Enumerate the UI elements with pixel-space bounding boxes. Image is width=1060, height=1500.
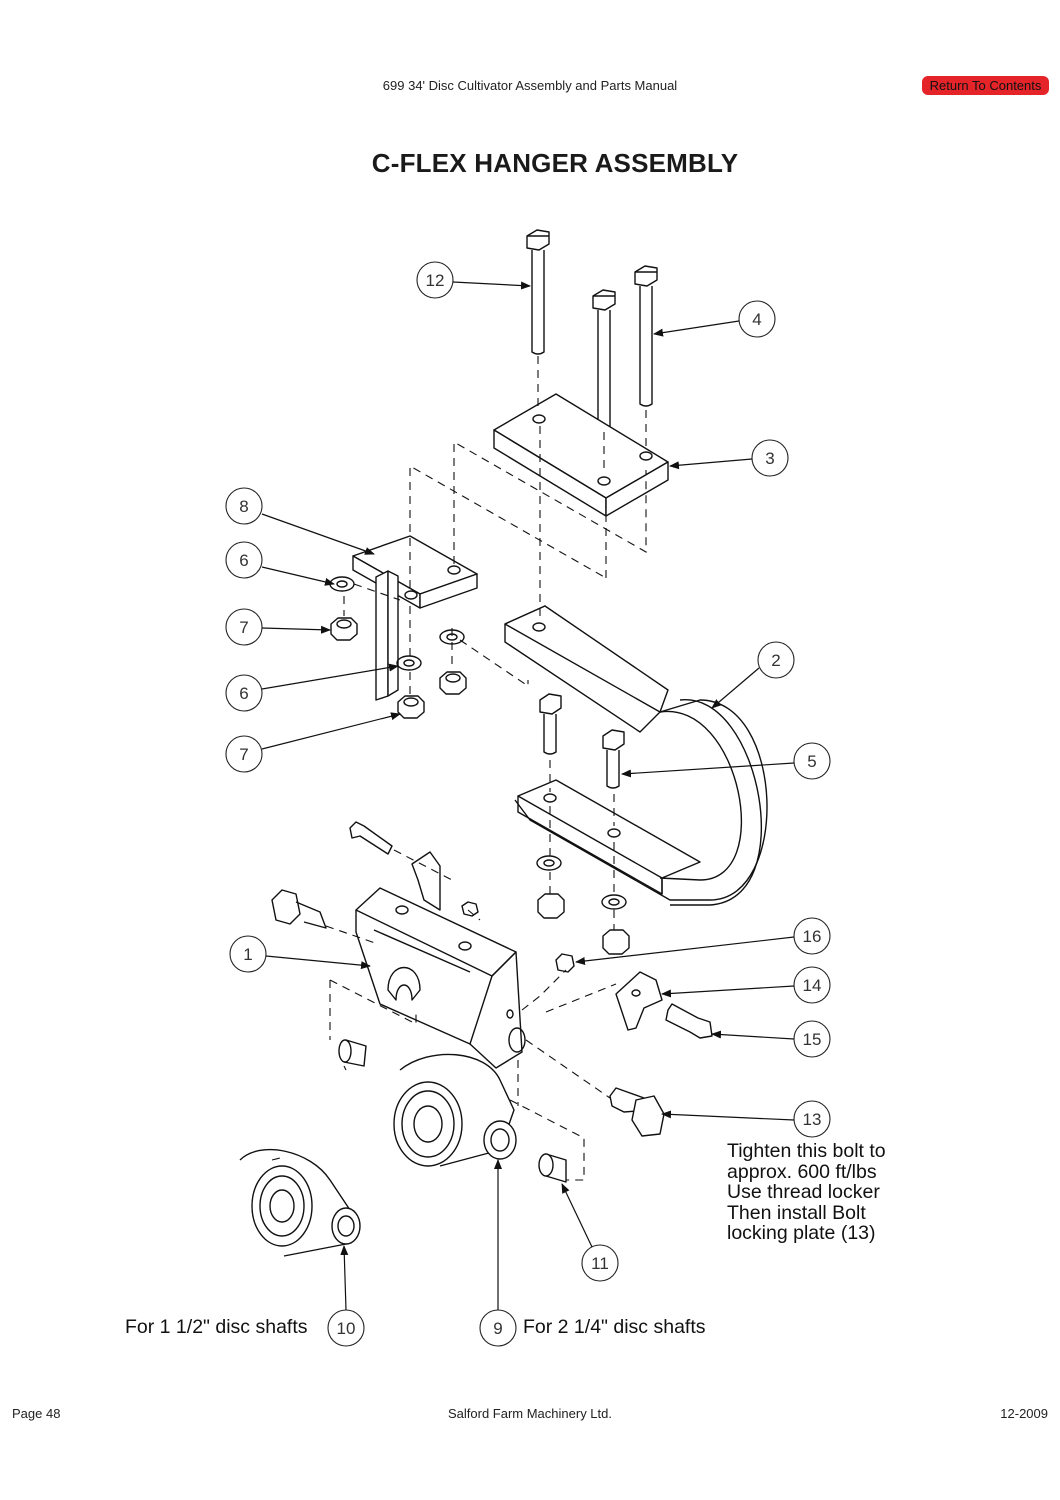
nut-7-lower	[397, 695, 425, 719]
note-line: approx. 600 ft/lbs	[727, 1160, 877, 1183]
footer-date: 12-2009	[1000, 1406, 1048, 1421]
callout-9: 9	[493, 1319, 502, 1338]
large-shaft-note: For 2 1/4" disc shafts	[523, 1316, 706, 1338]
callout-13: 13	[803, 1110, 822, 1129]
nut-16	[555, 953, 575, 973]
callout-12: 12	[426, 271, 445, 290]
note-line: Use thread locker	[727, 1181, 880, 1204]
manual-title: 699 34' Disc Cultivator Assembly and Par…	[382, 78, 678, 93]
callout-6-upper: 6	[239, 551, 248, 570]
callout-6-lower: 6	[239, 684, 248, 703]
note-line: locking plate (13)	[727, 1222, 876, 1245]
tighten-bolt-note: Tighten this bolt to approx. 600 ft/lbs …	[727, 1141, 886, 1244]
callout-1: 1	[243, 945, 252, 964]
return-to-contents-button[interactable]: Return To Contents	[922, 76, 1049, 95]
bolt-4-right	[634, 265, 658, 407]
top-plate-3	[493, 393, 669, 517]
c-flex-spring-2	[504, 605, 768, 906]
callout-7-upper: 7	[239, 618, 248, 637]
footer-company: Salford Farm Machinery Ltd.	[447, 1406, 612, 1421]
callout-3: 3	[765, 449, 774, 468]
callout-2: 2	[771, 651, 780, 670]
hub-9	[393, 1053, 517, 1167]
callout-5: 5	[807, 752, 816, 771]
note-line: Tighten this bolt to	[727, 1140, 886, 1162]
callout-7-lower: 7	[239, 745, 248, 764]
callout-4: 4	[752, 310, 761, 329]
bolt-15	[665, 1003, 713, 1039]
nut-7-upper	[330, 617, 358, 641]
bolt-5-left	[539, 693, 562, 755]
bolt-13	[609, 1087, 665, 1137]
locking-plate-14	[615, 971, 663, 1031]
stud-left	[271, 889, 327, 929]
small-shaft-note: For 1 1/2" disc shafts	[125, 1316, 308, 1338]
nut-7-right	[439, 671, 467, 695]
callout-10: 10	[337, 1319, 356, 1338]
bolt-12	[526, 229, 550, 355]
callout-14: 14	[803, 976, 822, 995]
callout-11: 11	[591, 1254, 609, 1273]
bolt-4-left	[592, 289, 616, 431]
callout-16: 16	[803, 927, 822, 946]
angle-bracket-8	[352, 535, 478, 701]
hanger-body-1	[355, 887, 526, 1069]
bolt-5-right	[602, 729, 625, 789]
callout-15: 15	[803, 1030, 822, 1049]
hub-10	[239, 1148, 361, 1257]
note-line: Then install Bolt	[727, 1201, 866, 1224]
washer-6-lower	[396, 655, 422, 671]
bushing-11-right	[538, 1153, 567, 1183]
bushing-11-left	[338, 1039, 367, 1067]
footer-page-number: Page 48	[12, 1406, 61, 1421]
callout-8: 8	[239, 497, 248, 516]
page-title: C-FLEX HANGER ASSEMBLY	[371, 148, 739, 178]
